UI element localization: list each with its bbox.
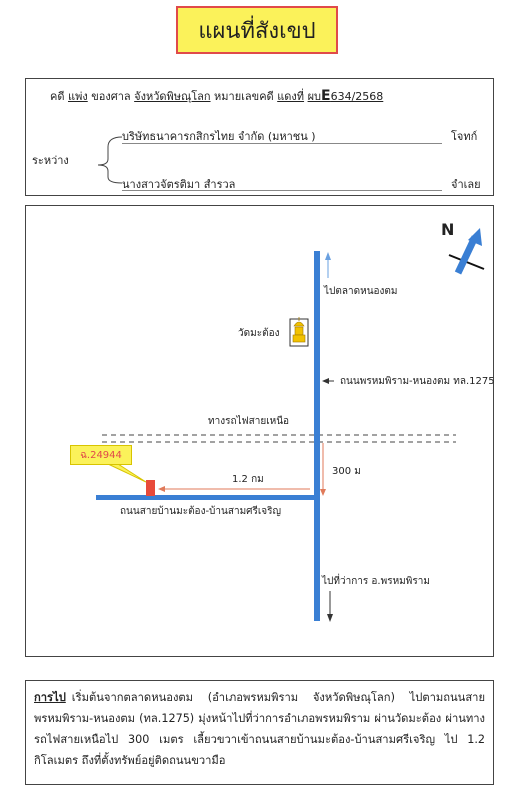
map-drawing xyxy=(96,228,485,622)
parcel-marker xyxy=(146,480,155,496)
defendant-role: จำเลย xyxy=(451,178,481,191)
plaintiff-rule xyxy=(122,143,442,144)
case-prefix: คดี xyxy=(50,90,65,103)
case-number-type: แดงที่ xyxy=(277,90,305,103)
main-road xyxy=(314,251,320,621)
defendant-rule xyxy=(122,190,442,191)
distance-1200m-label: 1.2 กม xyxy=(232,474,264,485)
railway-label: ทางรถไฟสายเหนือ xyxy=(208,416,290,427)
page-title: แผนที่สังเขป xyxy=(176,6,338,54)
temple-icon xyxy=(289,317,309,347)
to-market-label: ไปตลาดหนองตม xyxy=(324,286,398,297)
case-number-letter: E xyxy=(321,88,331,104)
defendant-name: นางสาวจัตรติมา สำรวล xyxy=(122,178,236,191)
distance-300m-arrow-head xyxy=(320,489,326,496)
case-number-line: คดี แพ่ง ของศาล จังหวัดพิษณุโลก หมายเลขค… xyxy=(50,87,383,105)
north-arrow-icon xyxy=(448,228,485,275)
arrow-to-district-head xyxy=(327,614,333,622)
between-label: ระหว่าง xyxy=(32,154,69,167)
parcel-callout-pointer xyxy=(107,463,147,483)
party-brace xyxy=(97,136,123,184)
case-kind: แพ่ง xyxy=(68,90,88,103)
directions-lead: การไป xyxy=(34,691,66,704)
court-prefix: ของศาล xyxy=(91,90,131,103)
plaintiff-name: บริษัทธนาคารกสิกรไทย จำกัด (มหาชน ) xyxy=(122,130,316,143)
north-label: N xyxy=(441,220,455,239)
side-road-label: ถนนสายบ้านมะต้อง-บ้านสามศรีเจริญ xyxy=(120,506,282,517)
case-number-code: ผบ xyxy=(307,90,321,103)
main-road-label: ถนนพรหมพิราม-หนองตม ทล.1275 xyxy=(340,376,495,387)
main-road-pointer-head xyxy=(322,378,329,384)
sketch-map: N ไปตลาดหนองตม วัดมะต้อง ถนนพรหมพิราม-หน… xyxy=(25,205,495,657)
distance-1200m-arrow-head xyxy=(158,486,165,492)
temple-label: วัดมะต้อง xyxy=(238,328,280,339)
court-name: จังหวัดพิษณุโลก xyxy=(134,90,211,103)
case-number-prefix: หมายเลขคดี xyxy=(214,90,274,103)
distance-300m-label: 300 ม xyxy=(332,466,361,477)
page-title-text: แผนที่สังเขป xyxy=(198,18,316,44)
plaintiff-role: โจทก์ xyxy=(451,130,478,143)
to-district-label: ไปที่ว่าการ อ.พรหมพิราม xyxy=(322,576,430,587)
case-number-value: 634/2568 xyxy=(330,90,384,103)
arrow-to-market-head xyxy=(325,252,331,260)
directions-box: การไปเริ่มต้นจากตลาดหนองตม (อำเภอพรหมพิร… xyxy=(25,680,494,785)
case-info-box: คดี แพ่ง ของศาล จังหวัดพิษณุโลก หมายเลขค… xyxy=(25,78,494,196)
parcel-number: ฉ.24944 xyxy=(80,449,122,461)
side-road xyxy=(96,495,320,500)
parcel-callout: ฉ.24944 xyxy=(70,445,132,465)
directions-text: เริ่มต้นจากตลาดหนองตม (อำเภอพรหมพิราม จั… xyxy=(34,691,485,767)
